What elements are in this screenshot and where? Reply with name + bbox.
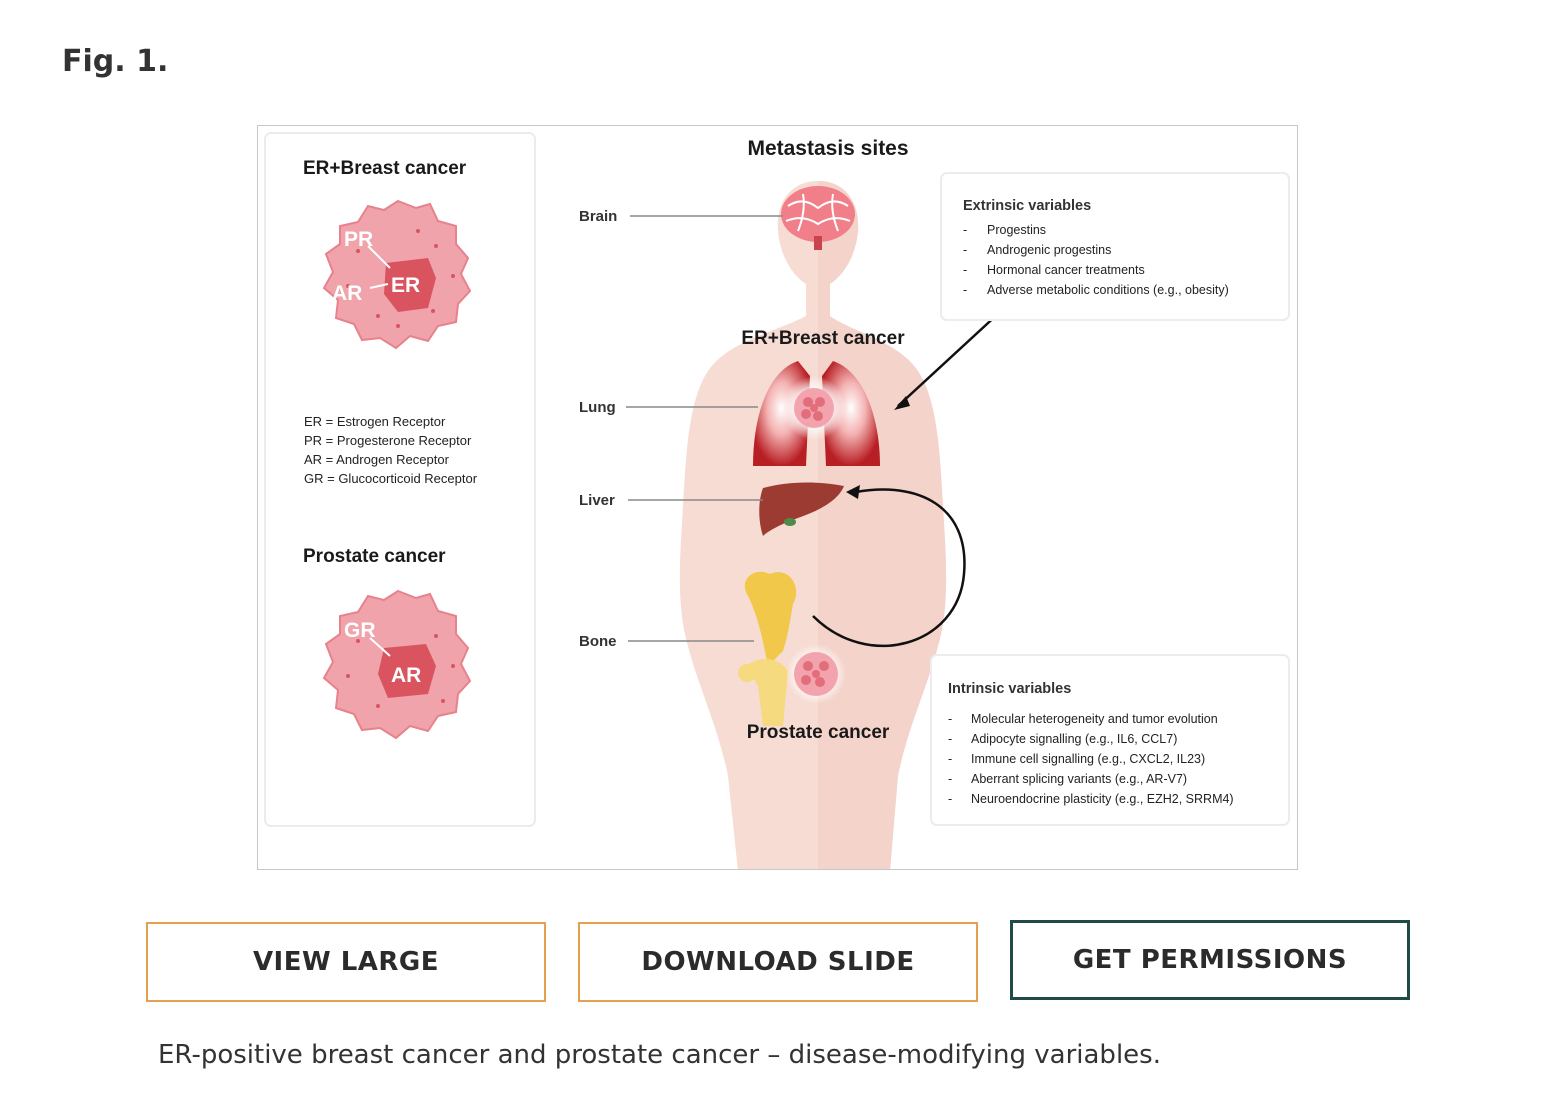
liver-icon: [759, 482, 844, 536]
figure-label: Fig. 1.: [62, 44, 169, 79]
view-large-button[interactable]: VIEW LARGE: [146, 922, 546, 1002]
extrinsic-title: Extrinsic variables: [963, 198, 1091, 214]
receptor-legend: ER = Estrogen Receptor PR = Progesterone…: [304, 414, 478, 486]
legend-item: ER = Estrogen Receptor: [304, 414, 446, 429]
svg-text:-: -: [963, 243, 967, 257]
svg-text:-: -: [948, 752, 952, 766]
download-slide-button[interactable]: DOWNLOAD SLIDE: [578, 922, 978, 1002]
site-label-bone: Bone: [579, 633, 617, 650]
extrinsic-item: Progestins: [987, 223, 1046, 237]
metastasis-title: Metastasis sites: [747, 137, 908, 160]
prostate-cancer-center-label: Prostate cancer: [747, 722, 890, 743]
ar-label-prostate: AR: [391, 664, 421, 687]
metastasis-cycle-arrow: [812, 488, 966, 648]
site-label-lung: Lung: [579, 399, 616, 416]
svg-text:-: -: [948, 712, 952, 726]
extrinsic-item: Hormonal cancer treatments: [987, 263, 1145, 277]
breast-cancer-title: ER+Breast cancer: [303, 158, 467, 179]
svg-text:-: -: [963, 263, 967, 277]
intrinsic-item: Adipocyte signalling (e.g., IL6, CCL7): [971, 732, 1177, 746]
er-label: ER: [391, 274, 420, 297]
human-body-silhouette: [679, 181, 947, 869]
arrowhead-icon: [846, 485, 860, 499]
prostate-cancer-title: Prostate cancer: [303, 546, 446, 567]
intrinsic-item: Neuroendocrine plasticity (e.g., EZH2, S…: [971, 792, 1234, 806]
intrinsic-variables-box: Intrinsic variables - Molecular heteroge…: [930, 654, 1290, 826]
extrinsic-arrow: [897, 311, 1001, 407]
gr-label: GR: [344, 619, 376, 642]
extrinsic-item: Adverse metabolic conditions (e.g., obes…: [987, 283, 1229, 297]
legend-item: GR = Glucocorticoid Receptor: [304, 471, 478, 486]
extrinsic-variables-box: Extrinsic variables - Progestins - Andro…: [940, 172, 1290, 321]
get-permissions-button[interactable]: GET PERMISSIONS: [1010, 920, 1410, 1000]
lungs-icon: [753, 361, 880, 466]
ar-label: AR: [332, 282, 362, 305]
arrowhead-icon: [894, 396, 910, 410]
svg-text:-: -: [948, 732, 952, 746]
intrinsic-item: Molecular heterogeneity and tumor evolut…: [971, 712, 1218, 726]
breast-cancer-center-label: ER+Breast cancer: [741, 328, 905, 349]
prostate-cancer-cell: GR AR: [322, 589, 472, 740]
intrinsic-item: Aberrant splicing variants (e.g., AR-V7): [971, 772, 1187, 786]
svg-text:-: -: [948, 772, 952, 786]
figure-diagram: ER+Breast cancer PR AR ER ER = Estrogen …: [264, 132, 1290, 869]
svg-text:-: -: [948, 792, 952, 806]
figure-caption: ER-positive breast cancer and prostate c…: [158, 1040, 1161, 1070]
brain-icon: [781, 186, 855, 250]
site-label-liver: Liver: [579, 492, 615, 509]
svg-text:-: -: [963, 223, 967, 237]
site-label-brain: Brain: [579, 208, 617, 225]
bone-icon: [738, 571, 797, 726]
intrinsic-title: Intrinsic variables: [948, 681, 1071, 697]
intrinsic-item: Immune cell signalling (e.g., CXCL2, IL2…: [971, 752, 1205, 766]
extrinsic-item: Androgenic progestins: [987, 243, 1111, 257]
figure-image[interactable]: ER+Breast cancer PR AR ER ER = Estrogen …: [257, 125, 1298, 870]
breast-cancer-cell: PR AR ER: [322, 199, 472, 350]
pr-label: PR: [344, 228, 373, 251]
svg-text:-: -: [963, 283, 967, 297]
legend-item: PR = Progesterone Receptor: [304, 433, 472, 448]
prostate-tumor-icon: [786, 644, 846, 704]
legend-item: AR = Androgen Receptor: [304, 452, 450, 467]
